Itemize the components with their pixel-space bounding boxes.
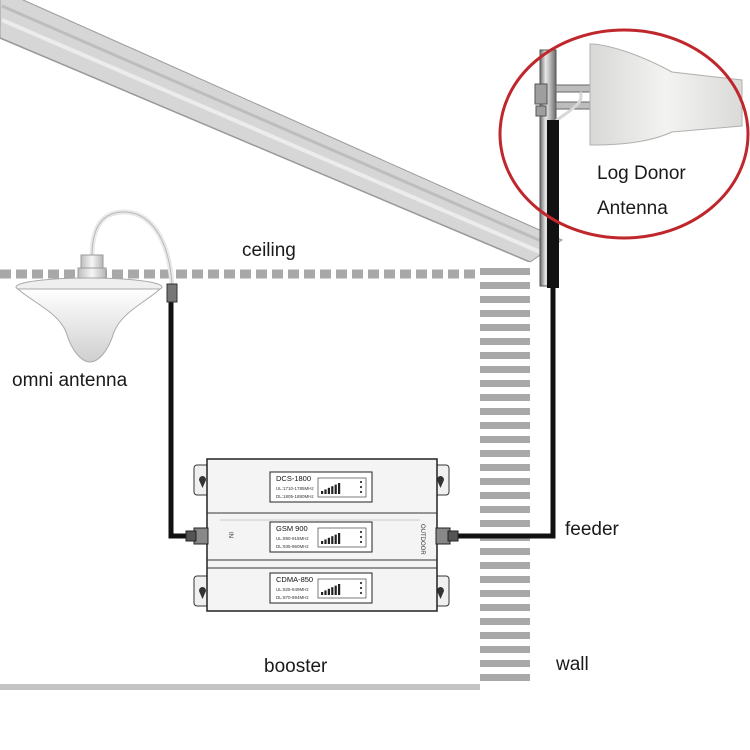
wall-hatch-stripe <box>480 562 530 569</box>
wall-hatch-stripe <box>480 380 530 387</box>
status-led <box>359 586 363 590</box>
wall-structure <box>480 262 530 690</box>
signal-bar <box>331 587 334 595</box>
booster-port-left <box>185 527 209 545</box>
wall-hatch-stripe <box>480 450 530 457</box>
booster-label: booster <box>264 656 328 677</box>
wall-hatch-stripe <box>480 674 530 681</box>
status-led <box>359 530 363 534</box>
booster-side-label-left: IN <box>227 532 233 538</box>
wall-hatch-stripe <box>480 520 530 527</box>
status-led <box>359 540 363 544</box>
ceiling-label: ceiling <box>242 240 296 261</box>
wall-hatch-stripe <box>480 548 530 555</box>
signal-bar <box>334 585 337 595</box>
floor-line <box>0 684 480 690</box>
wall-hatch-stripe <box>480 478 530 485</box>
wall-hatch-stripe <box>480 576 530 583</box>
wall-hatch-stripe <box>480 506 530 513</box>
wall-hatch-stripe <box>480 660 530 667</box>
donor-highlight-circle <box>498 28 750 240</box>
signal-bar <box>321 541 324 544</box>
module-model: CDMA-850 <box>276 575 313 584</box>
wall-hatch-stripe <box>480 338 530 345</box>
log-donor-label-line2: Antenna <box>597 198 668 219</box>
status-led <box>359 485 363 489</box>
signal-bar <box>334 484 337 494</box>
module-downlink: DL:870-894MHz <box>276 595 310 600</box>
module-downlink: DL:1805-1880MHz <box>276 494 315 499</box>
signal-bar <box>321 491 324 494</box>
signal-bar <box>324 590 327 595</box>
wall-label: wall <box>556 654 589 675</box>
wall-hatch-stripe <box>480 394 530 401</box>
booster-side-label-right: OUTDOOR <box>419 524 425 555</box>
wall-hatch-stripe <box>480 282 530 289</box>
wall-hatch-stripe <box>480 296 530 303</box>
module-indicator-panel <box>317 578 367 599</box>
signal-bar <box>327 537 330 544</box>
wall-hatch-stripe <box>480 646 530 653</box>
booster-port-right <box>435 527 459 545</box>
log-donor-label-line1: Log Donor <box>597 163 686 184</box>
wall-hatch-stripe <box>480 464 530 471</box>
status-led <box>359 591 363 595</box>
signal-bar <box>324 489 327 494</box>
signal-bar <box>327 487 330 494</box>
signal-bar <box>331 486 334 494</box>
wall-hatch-stripe <box>480 618 530 625</box>
roof-beam <box>0 0 564 263</box>
wall-hatch-stripe <box>480 632 530 639</box>
status-led <box>359 581 363 585</box>
signal-bar <box>331 536 334 544</box>
feeder-label: feeder <box>565 519 619 540</box>
status-led <box>359 480 363 484</box>
booster-unit: IN OUTDOOR DCS-1800UL:1710-1785MHzDL:180… <box>185 458 459 612</box>
module-indicator-panel <box>317 477 367 498</box>
wall-hatch-stripe <box>480 604 530 611</box>
module-uplink: UL:825-849MHz <box>276 587 310 592</box>
module-model: GSM 900 <box>276 524 308 533</box>
signal-bar <box>334 534 337 544</box>
wall-hatch-stripe <box>480 324 530 331</box>
signal-bar <box>321 592 324 595</box>
module-indicator-panel <box>317 527 367 548</box>
signal-bar <box>324 539 327 544</box>
wall-hatch-stripe <box>480 590 530 597</box>
omni-antenna <box>15 209 178 363</box>
signal-bar <box>327 588 330 595</box>
status-led <box>359 535 363 539</box>
module-model: DCS-1800 <box>276 474 311 483</box>
wall-hatch-stripe <box>480 408 530 415</box>
omni-antenna-label: omni antenna <box>12 370 128 391</box>
wall-hatch-stripe <box>480 492 530 499</box>
cable-to-omni <box>168 300 198 539</box>
wall-hatch-stripe <box>480 268 530 275</box>
module-uplink: UL:890-915MHz <box>276 536 310 541</box>
wall-hatch-stripe <box>480 310 530 317</box>
wall-hatch-stripe <box>480 352 530 359</box>
wall-hatch-stripe <box>480 436 530 443</box>
feeder-cable <box>445 282 556 539</box>
signal-bar <box>338 584 341 595</box>
status-led <box>359 490 363 494</box>
wall-hatch-stripe <box>480 422 530 429</box>
signal-bar <box>338 533 341 544</box>
wall-hatch-stripe <box>480 366 530 373</box>
log-donor-antenna <box>534 43 743 288</box>
module-downlink: DL:935-960MHz <box>276 544 310 549</box>
module-uplink: UL:1710-1785MHz <box>276 486 315 491</box>
signal-bar <box>338 483 341 494</box>
